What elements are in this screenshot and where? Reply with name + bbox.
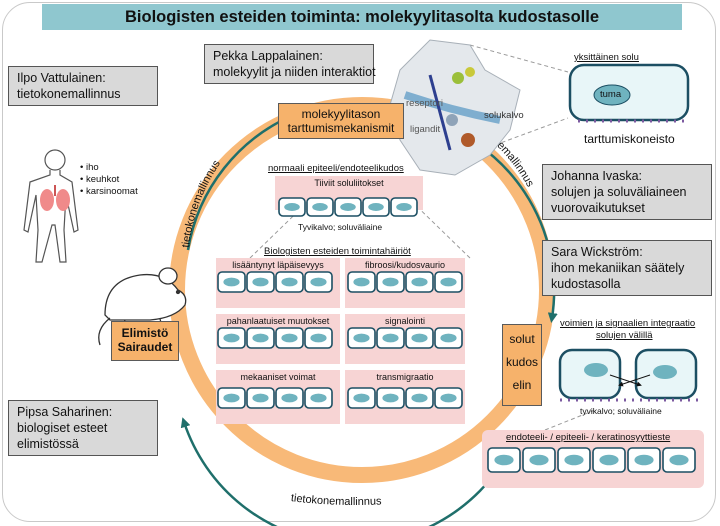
person-topic: tietokonemallinnus (17, 87, 121, 101)
cell-nucleus (669, 454, 689, 466)
ring-arrow-top-left (186, 111, 301, 251)
disorder-cells (217, 271, 463, 409)
cell-nucleus (281, 277, 298, 287)
page-title: Biologisten esteiden toiminta: molekyyli… (124, 7, 600, 26)
body-label-skin: • iho (80, 162, 99, 173)
normal-heading: normaali epiteeli/endoteelikudos (268, 163, 404, 174)
cell-nucleus (529, 454, 549, 466)
level-tissues: kudos (505, 355, 539, 369)
cell-nucleus (252, 393, 269, 403)
person-name: Ilpo Vattulainen: (17, 71, 106, 85)
person-topic: molekyylit ja niiden interaktiot (213, 65, 376, 79)
tissue-label: endoteeli- / epiteeli- / keratinosyyttie… (506, 432, 671, 443)
cell-nucleus (494, 454, 514, 466)
molecular-mechanisms-box: molekyylitason tarttumismekanismit (278, 103, 404, 139)
lungs-icon (40, 185, 70, 211)
person-topic-1: biologiset esteet (17, 421, 108, 435)
cell-nucleus (368, 203, 384, 211)
person-name: Sara Wickström: (551, 245, 643, 259)
ligands-label: ligandit (410, 124, 441, 135)
single-cell-illustration (568, 63, 690, 123)
levels-box: solut kudos elin (502, 324, 542, 406)
cell-nucleus (252, 333, 269, 343)
cell-nucleus (396, 203, 412, 211)
person-name: Pekka Lappalainen: (213, 49, 323, 63)
person-saharinen: Pipsa Saharinen: biologiset esteet elimi… (8, 400, 158, 456)
membrane-gear-icon (389, 39, 521, 176)
level-cells: solut (509, 332, 535, 346)
person-lappalainen: Pekka Lappalainen: molekyylit ja niiden … (204, 44, 376, 84)
body-label-carcinoma: • karsinoomat (80, 186, 138, 197)
cell-nucleus (223, 333, 240, 343)
cell-nucleus (440, 277, 457, 287)
normal-tissue-cells (278, 197, 418, 217)
cell-nucleus (411, 277, 428, 287)
membrane-label: solukalvo (484, 110, 524, 121)
normal-basement-label: Tyvikalvo; soluväliaine (298, 222, 383, 232)
tight-junctions-label: Tiiviit soluliitokset (314, 178, 384, 188)
person-topic-2: vuorovaikutukset (551, 201, 645, 215)
arc-label-bottom: tietokonemallinnus (290, 492, 382, 508)
cell-nucleus (281, 393, 298, 403)
level-organ: elin (512, 378, 532, 392)
arc-label-left: tietokonemallinnus (180, 158, 223, 249)
person-topic-1: solujen ja soluväliaineen (551, 185, 687, 199)
person-name: Pipsa Saharinen: (17, 405, 113, 419)
disorders-heading: Biologisten esteiden toimintahäiriöt (264, 246, 411, 257)
cell-nucleus (634, 454, 654, 466)
body-label-lungs: • keuhkot (80, 174, 120, 185)
person-topic-2: kudostasolla (551, 277, 621, 291)
cell-nucleus (252, 277, 269, 287)
cell-nucleus (310, 393, 327, 403)
person-wickstrom: Sara Wickström: ihon mekaniikan säätely … (542, 240, 712, 296)
cell-nucleus (440, 333, 457, 343)
cell-nucleus (599, 454, 619, 466)
cell-nucleus (411, 393, 428, 403)
person-topic-2: elimistössä (17, 437, 79, 451)
cell-nucleus (281, 333, 298, 343)
ring-arrow-bottom (180, 417, 512, 526)
person-ivaska: Johanna Ivaska: solujen ja soluväliainee… (542, 164, 712, 220)
cell-nucleus (223, 393, 240, 403)
cell-nucleus (312, 203, 328, 211)
cell-nucleus (310, 277, 327, 287)
cell-nucleus (440, 393, 457, 403)
person-name: Johanna Ivaska: (551, 169, 643, 183)
integration-heading-1: voimien ja signaalien integraatio (560, 318, 696, 329)
adhesion-label: tarttumiskoneisto (584, 132, 675, 146)
cell-nucleus (564, 454, 584, 466)
tissue-illustration (482, 430, 704, 488)
cell-nucleus (353, 277, 370, 287)
cell-nucleus (382, 333, 399, 343)
cell-nucleus (382, 277, 399, 287)
cell-nucleus (353, 333, 370, 343)
receptor-label: reseptori (406, 98, 443, 109)
person-topic-1: ihon mekaniikan säätely (551, 261, 685, 275)
organism-diseases-box: Elimistö Sairaudet (111, 321, 179, 361)
human-body-icon (23, 149, 79, 263)
cell-nucleus (411, 333, 428, 343)
integration-basement-label: tyvikalvo; soluväliaine (580, 406, 662, 416)
cell-nucleus (223, 277, 240, 287)
person-vattulainen: Ilpo Vattulainen: tietokonemallinnus (8, 66, 158, 106)
cell-nucleus (353, 393, 370, 403)
cell-nucleus (310, 333, 327, 343)
cell-nucleus (284, 203, 300, 211)
cell-nucleus (382, 393, 399, 403)
single-cell-label: yksittäinen solu (574, 52, 639, 63)
integration-heading-2: solujen välillä (596, 330, 653, 341)
nucleus-label: tuma (600, 89, 622, 100)
integration-illustration (558, 348, 700, 402)
cell-nucleus (340, 203, 356, 211)
title-bar: Biologisten esteiden toiminta: molekyyli… (42, 4, 682, 30)
